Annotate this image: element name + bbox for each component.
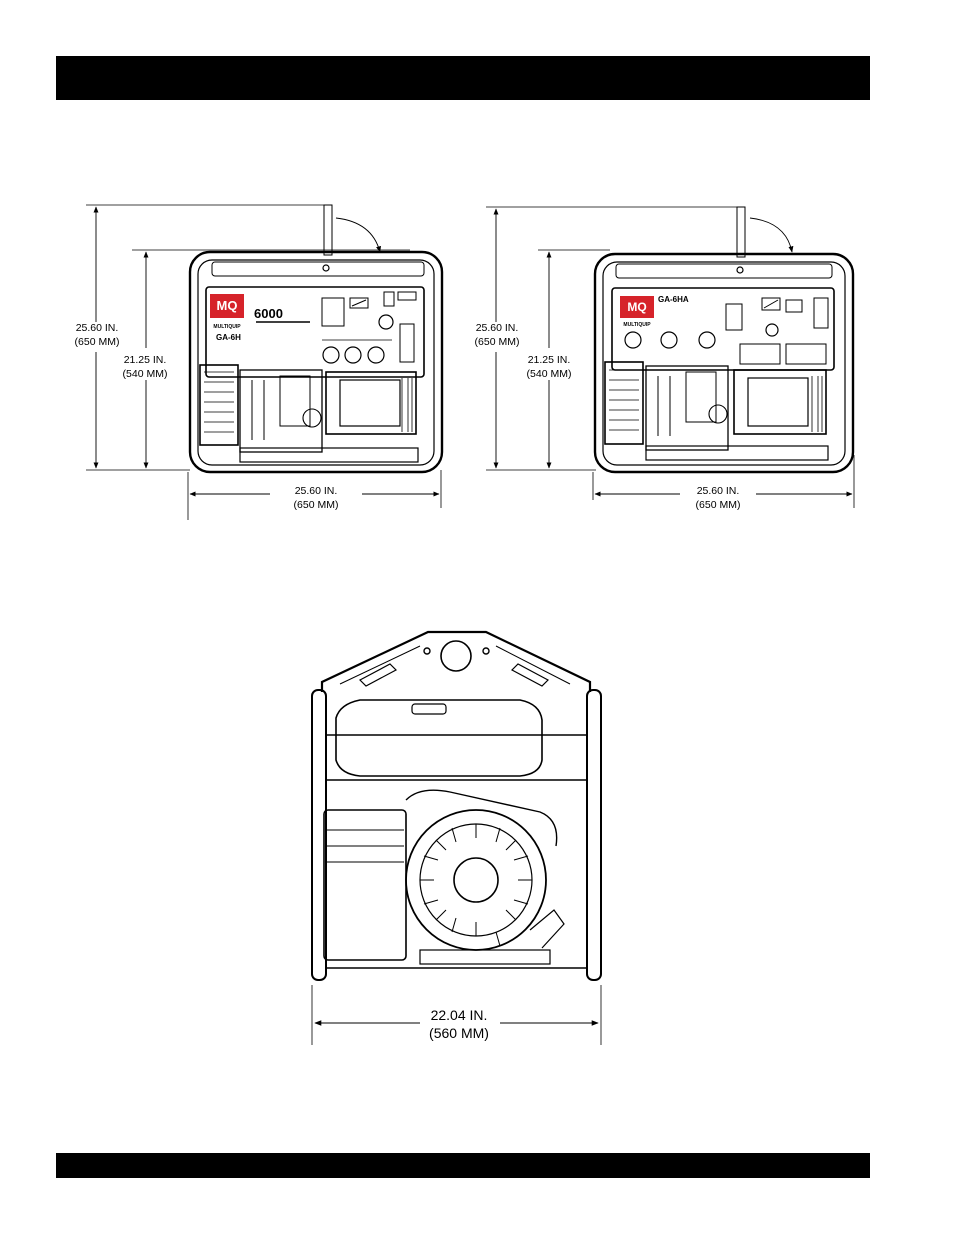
side-width-mm: (560 MM) xyxy=(429,1025,489,1041)
right-width-in: 25.60 IN. xyxy=(697,485,740,497)
model-label-right: GA-6HA xyxy=(658,295,689,304)
left-width-in: 25.60 IN. xyxy=(295,485,338,497)
right-width-mm: (650 MM) xyxy=(696,499,741,511)
right-body-height-mm: (540 MM) xyxy=(527,368,572,380)
right-total-height-mm: (650 MM) xyxy=(475,336,520,348)
side-width-in: 22.04 IN. xyxy=(431,1007,488,1023)
logo-left-main: MQ xyxy=(217,298,238,313)
model-number-label: 6000 xyxy=(254,306,283,321)
logo-left-sub: MULTIQUIP xyxy=(213,324,241,330)
generator-side-view xyxy=(312,632,601,1045)
left-width-mm: (650 MM) xyxy=(294,499,339,511)
left-total-height-in: 25.60 IN. xyxy=(76,322,119,334)
left-body-height-in: 21.25 IN. xyxy=(124,354,167,366)
logo-right-sub: MULTIQUIP xyxy=(623,322,651,328)
footer-bar xyxy=(56,1153,870,1178)
model-label-left: GA-6H xyxy=(216,333,241,342)
logo-right-main: MQ xyxy=(627,300,646,314)
right-total-height-in: 25.60 IN. xyxy=(476,322,519,334)
left-total-height-mm: (650 MM) xyxy=(75,336,120,348)
left-body-height-mm: (540 MM) xyxy=(123,368,168,380)
right-body-height-in: 21.25 IN. xyxy=(528,354,571,366)
